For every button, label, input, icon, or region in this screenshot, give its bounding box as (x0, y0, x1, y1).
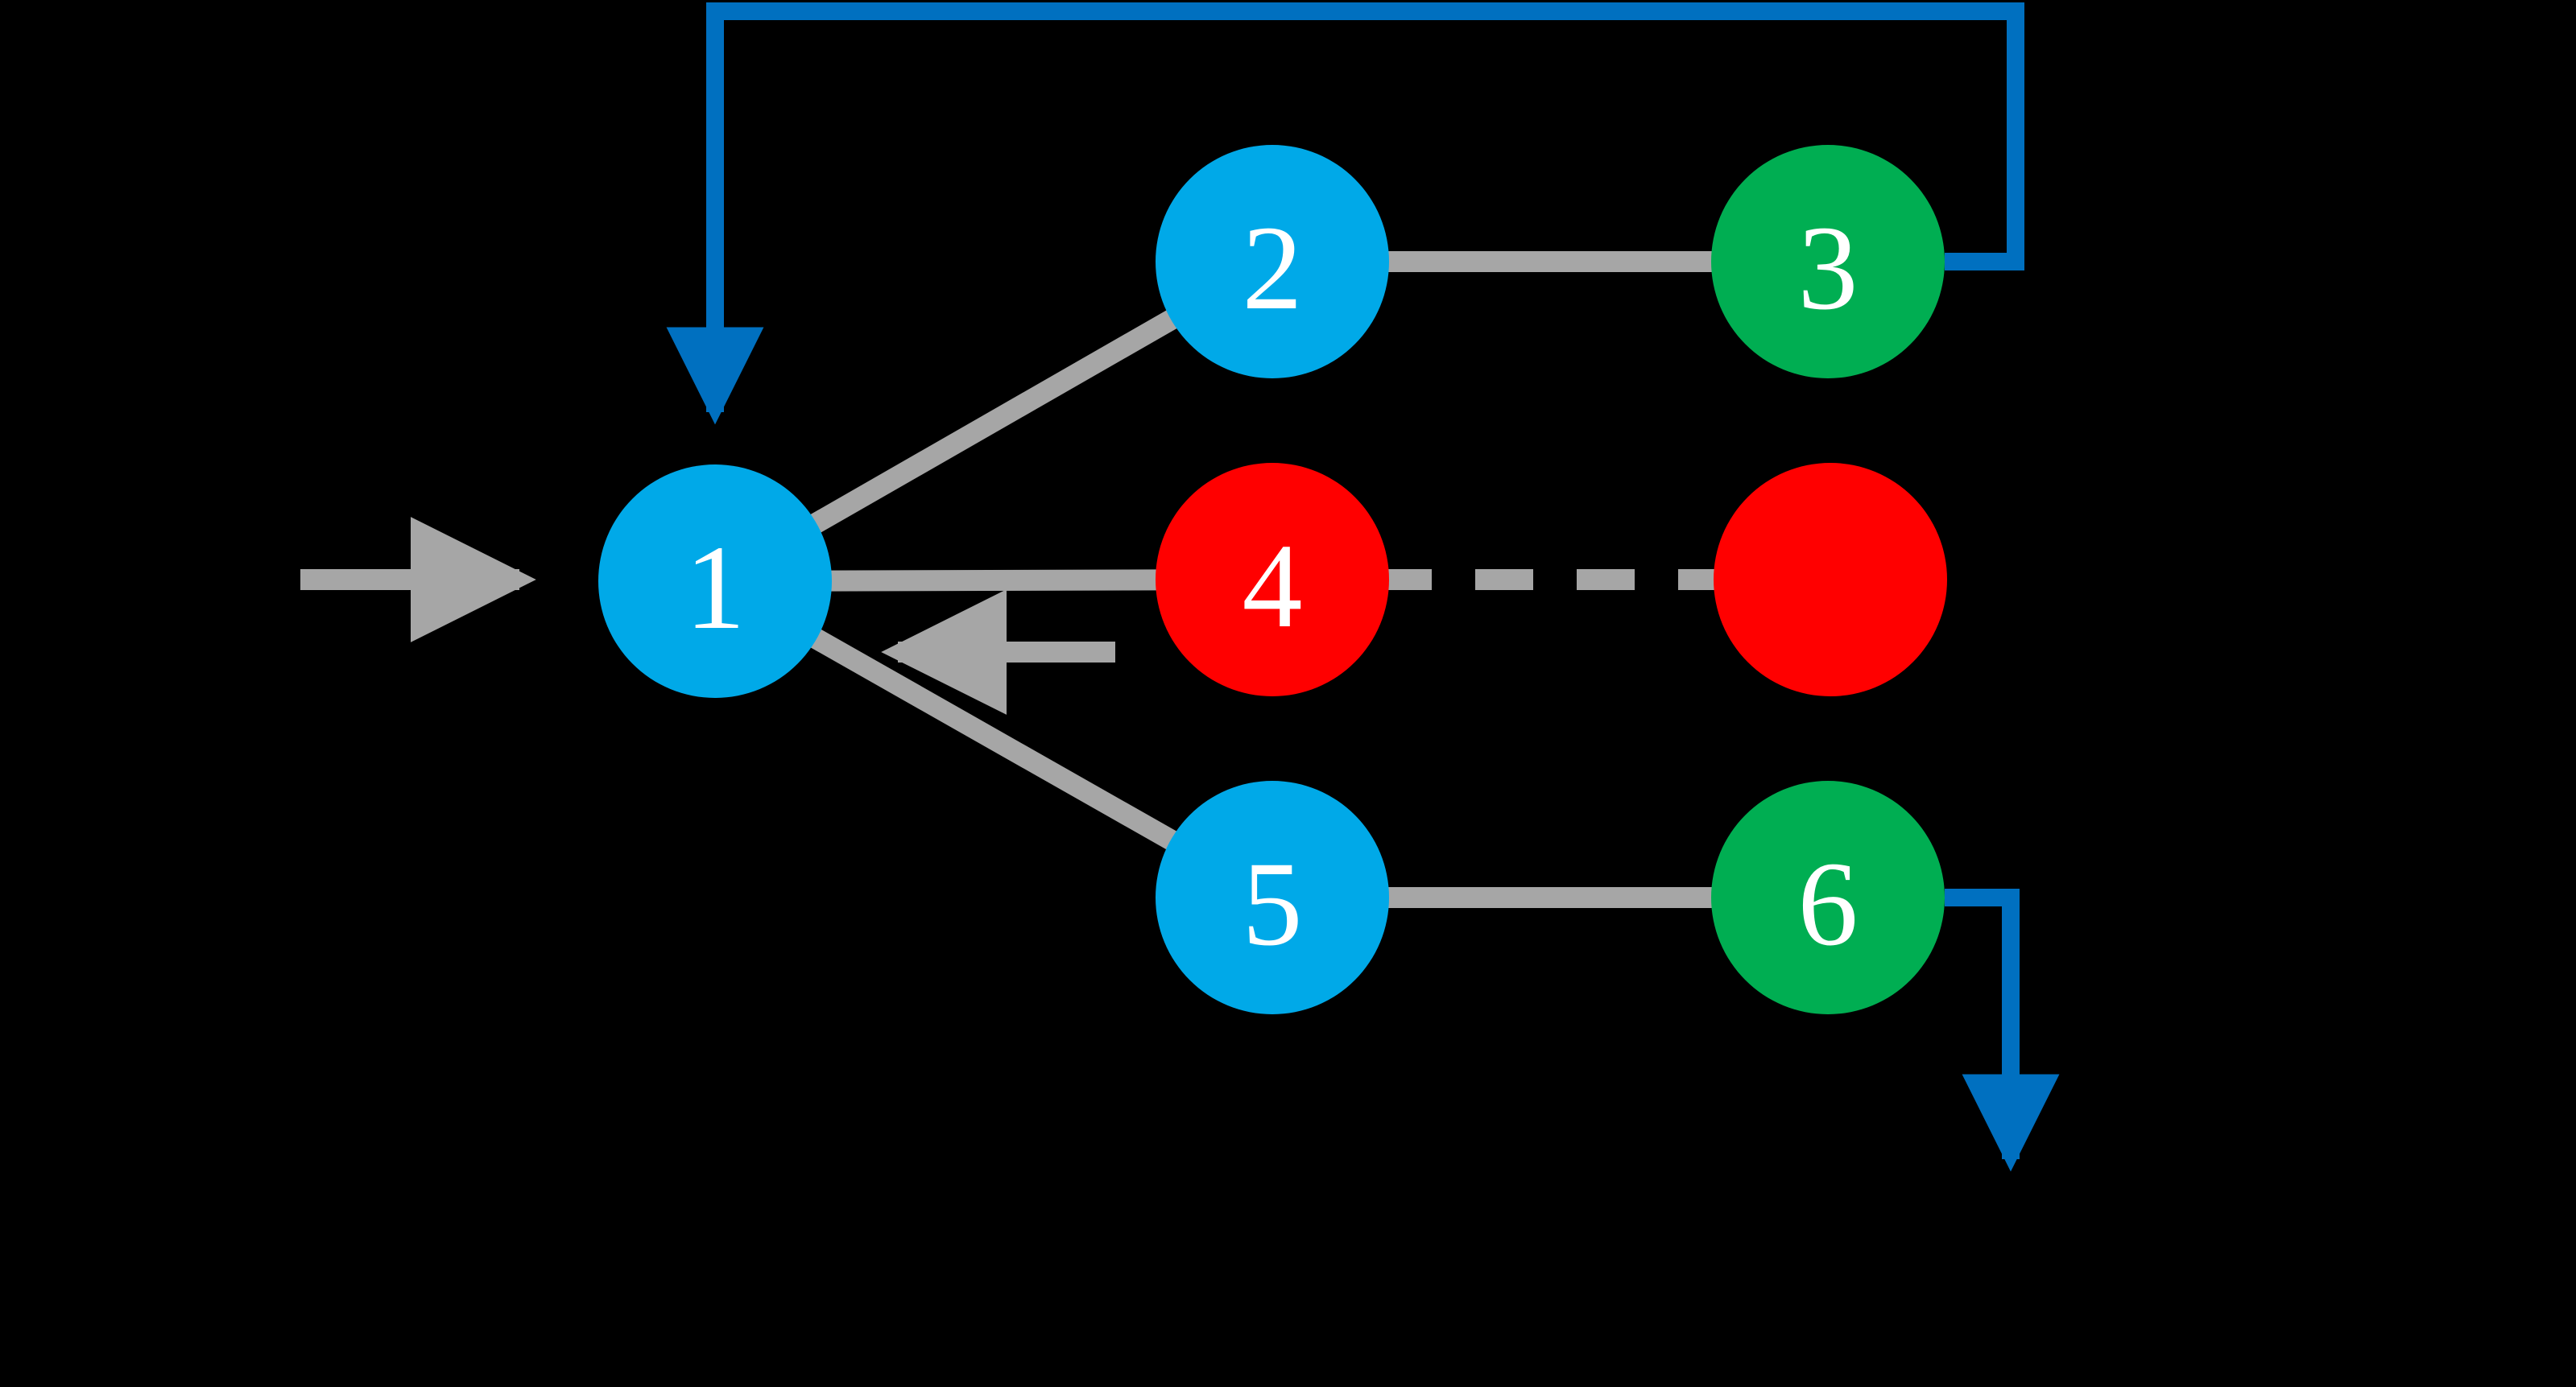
arrow-layer (300, 517, 1115, 715)
blue-route-layer (666, 2, 2060, 1172)
node-n4[interactable]: 4 (1156, 463, 1389, 696)
node-label-3: 3 (1798, 201, 1859, 335)
node-label-1: 1 (685, 521, 746, 654)
node-n2[interactable]: 2 (1156, 145, 1389, 378)
node-circle-5[interactable] (1156, 781, 1389, 1014)
feedback-loop-to-node-1 (666, 2, 2024, 425)
node-n6[interactable]: 6 (1711, 781, 1945, 1014)
node-circle-4[interactable] (1156, 463, 1389, 696)
node-n3[interactable]: 3 (1711, 145, 1945, 378)
node-label-4: 4 (1243, 519, 1303, 653)
node-circle-6[interactable] (1711, 781, 1945, 1014)
node-label-2: 2 (1243, 201, 1303, 335)
node-label-5: 5 (1243, 837, 1303, 971)
node-label-6: 6 (1798, 837, 1859, 971)
node-n7[interactable] (1714, 463, 1947, 696)
node-circle-2[interactable] (1156, 145, 1389, 378)
node-n5[interactable]: 5 (1156, 781, 1389, 1014)
node-circle-3[interactable] (1711, 145, 1945, 378)
node-circle-unlabeled-red[interactable] (1714, 463, 1947, 696)
node-circle-1[interactable] (598, 464, 832, 698)
output-from-node-6 (1945, 889, 2060, 1172)
node-n1[interactable]: 1 (598, 464, 832, 698)
